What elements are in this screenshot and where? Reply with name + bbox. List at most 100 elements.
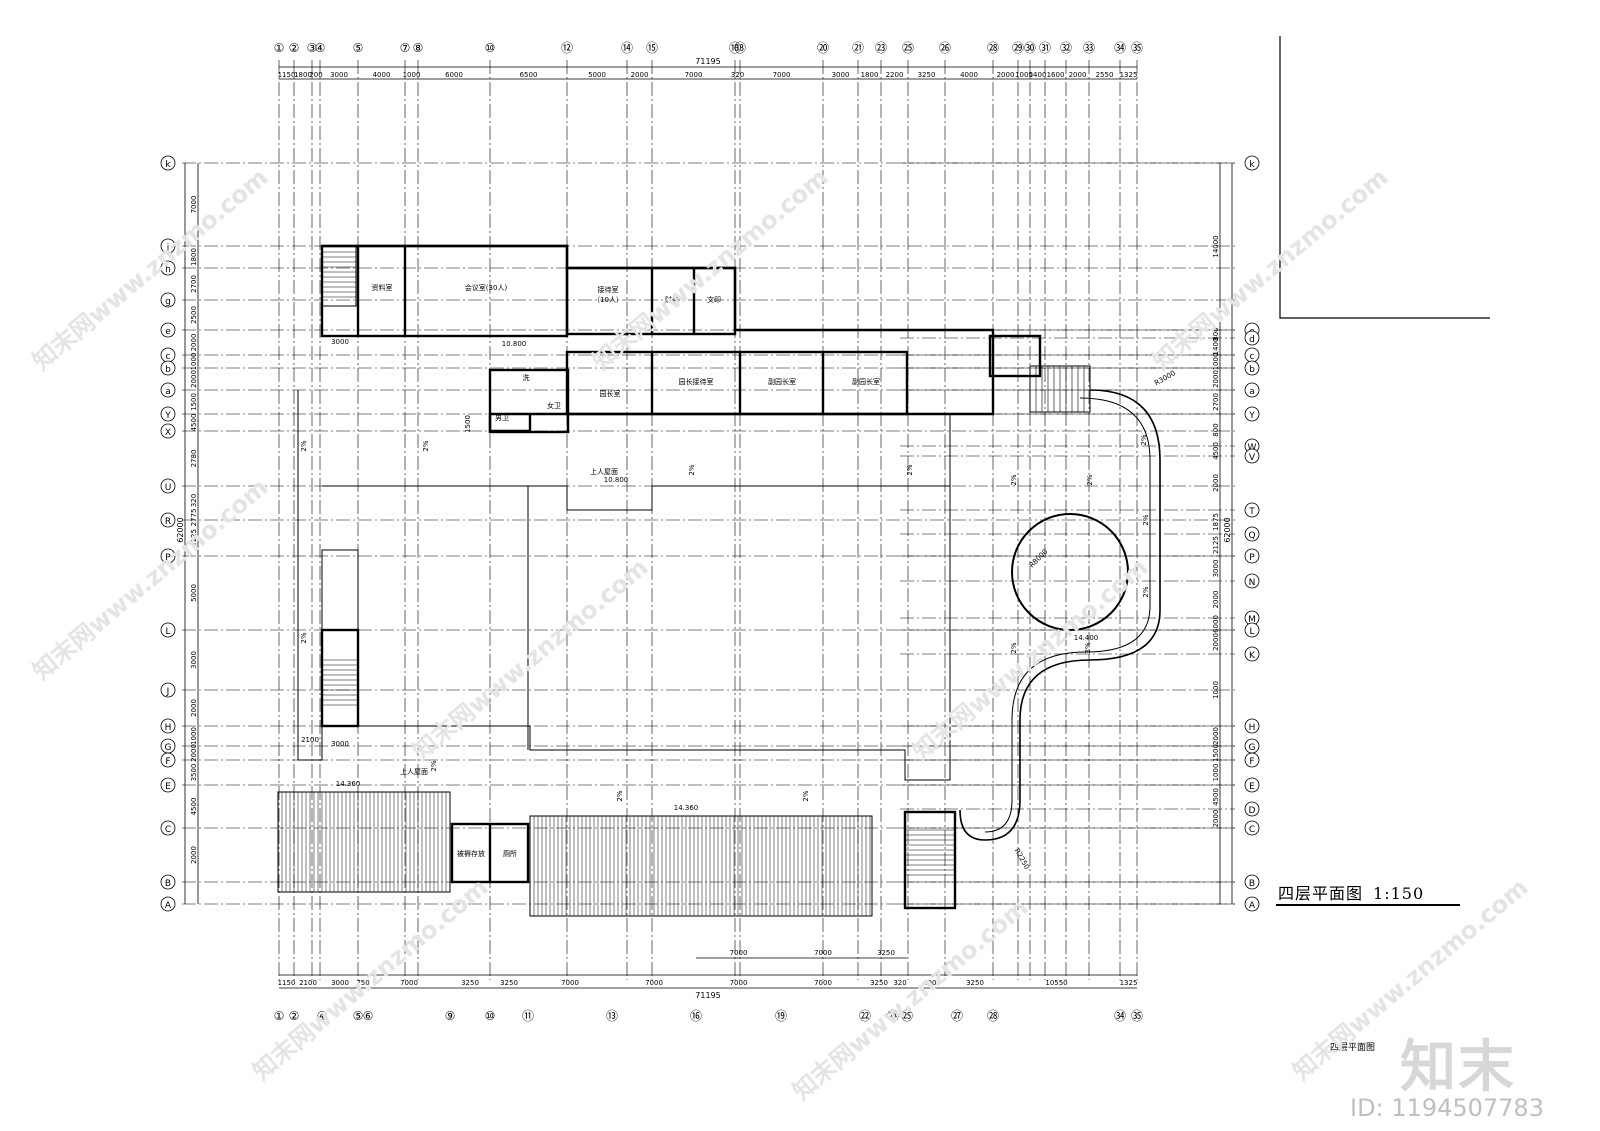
axis-bubble (160, 820, 176, 836)
dimension-total: 62000 (176, 517, 185, 542)
dimension-left: 1500 (190, 393, 198, 411)
dimension-top: 320 (731, 71, 744, 79)
axis-bubble (1244, 502, 1260, 518)
dimension-left: 2775 (190, 509, 198, 527)
dimension-bottom: 1150 (278, 979, 296, 987)
slope-mark: 2% (422, 440, 430, 451)
dimension-top: 4000 (960, 71, 978, 79)
dimension-top: 4000 (373, 71, 391, 79)
axis-label-bottom: ② (289, 1009, 300, 1023)
dimension-bottom: 3250 (966, 979, 984, 987)
axis-bubble-label: P (165, 553, 171, 563)
room-label-female-wc: 女卫 (547, 401, 561, 410)
roof-hatched-south (529, 815, 873, 917)
axis-bubble (160, 896, 176, 912)
axis-bubble (160, 292, 176, 308)
dimension-bottom: 7000 (730, 979, 748, 987)
slope-mark: 2% (1010, 642, 1018, 653)
axis-bubble (1244, 406, 1260, 422)
radius-label: R2250 (1013, 847, 1031, 871)
dimension-right: 1500 (1212, 744, 1220, 762)
dimension-bottom: 10550 (1045, 979, 1067, 987)
axis-label-bottom: ㉗ (951, 1009, 963, 1023)
dimension-top: 3000 (330, 71, 348, 79)
axis-bubble-label: h (165, 265, 171, 275)
dimension-top: 200 (309, 71, 322, 79)
axis-bubble (160, 718, 176, 734)
axis-label-bottom: ㉟ (1131, 1009, 1143, 1023)
axis-bubble-label: J (166, 687, 170, 697)
axis-label-top: ① (274, 41, 285, 55)
axis-bubble (1244, 155, 1260, 171)
dimension-bottom: 7000 (645, 979, 663, 987)
axis-label-bottom: ㉒ (859, 1009, 871, 1023)
drawing-scale: 1:150 (1373, 884, 1425, 903)
room-label-roof-access: 上人屋面 (590, 467, 618, 476)
dimension-left: 6125 (190, 529, 198, 547)
dimension-left: 2700 (190, 275, 198, 293)
room-label-meeting: 会议室(30人) (465, 283, 508, 292)
watermark-id: ID: 1194507783 (1350, 1094, 1544, 1122)
drawing-title-text: 四层平面图 (1278, 884, 1364, 903)
axis-label-bottom: ⑲ (775, 1009, 787, 1023)
dimension-top: 2000 (1069, 71, 1087, 79)
dimension-right: 14000 (1212, 235, 1220, 257)
axis-bubble-label: F (1249, 757, 1254, 767)
axis-bubble-label: G (1249, 743, 1256, 753)
axis-label-top: ⑭ (621, 41, 633, 55)
wall-lift-core (988, 334, 1042, 378)
dimension-left: 2780 (190, 450, 198, 468)
axis-bubble (160, 406, 176, 422)
axis-label-bottom: ⑯ (690, 1009, 702, 1023)
dimension-top: 7000 (773, 71, 791, 79)
dimension-right: 2000 (1212, 633, 1220, 651)
drawing-title: 四层平面图 1:150 (1278, 880, 1424, 904)
dimension-right: 1875 (1212, 513, 1220, 531)
axis-bubble (160, 478, 176, 494)
axis-label-top: ㉘ (987, 41, 999, 55)
dimension-right: 3000 (1212, 560, 1220, 578)
room-label-washroom: 洗 (523, 373, 530, 382)
curved-walkway-inner (984, 397, 1151, 833)
axis-label-bottom: ㉕ (901, 1009, 913, 1023)
axis-bubble-label: j (166, 243, 170, 253)
dimension-top: 5000 (588, 71, 606, 79)
dimension-bottom: 1325 (1120, 979, 1138, 987)
room-label-director-reception: 园长接待室 (679, 377, 714, 386)
level-mark: 14.360 (674, 804, 699, 812)
axis-bubble-label: L (1249, 627, 1254, 637)
dimension-right: 2000 (1212, 370, 1220, 388)
axis-label-top: ㉙ (1012, 41, 1024, 55)
stair-dimension: 2100 (301, 736, 319, 744)
axis-bubble-label: A (1249, 901, 1256, 911)
axis-label-top: ⑱ (734, 41, 746, 55)
room-label-reception-capacity: （10人） (593, 296, 623, 304)
dimension-bottom-inner: 3250 (877, 949, 895, 957)
slope-mark: 2% (1084, 642, 1092, 653)
slope-mark: 2% (688, 464, 696, 475)
dimension-top: 1150 (278, 71, 296, 79)
room-label-male-wc: 男卫 (495, 414, 509, 422)
axis-bubble-label: e (165, 327, 171, 337)
axis-bubble-label: M (1248, 615, 1256, 625)
dimension-right: 2000 (1212, 727, 1220, 745)
axis-bubble (1244, 646, 1260, 662)
dimension-bottom: 3000 (331, 979, 349, 987)
axis-bubble (160, 155, 176, 171)
axis-label-top: ② (289, 41, 300, 55)
axis-bubble-label: K (1249, 651, 1256, 661)
radius-label: R8000 (1028, 548, 1050, 570)
axis-bubble-label: P (1249, 553, 1255, 563)
axis-bubble (1244, 896, 1260, 912)
watermark-logo: 知末 (1400, 1035, 1516, 1100)
axis-label-bottom: ㉘ (987, 1009, 999, 1023)
stair-west (320, 628, 360, 728)
room-label-vice-director: 副园长室 (852, 377, 880, 386)
level-mark: 14.360 (336, 780, 361, 788)
axis-bubble (1244, 330, 1260, 346)
axis-label-bottom: ⑩ (485, 1009, 496, 1023)
slope-mark: 2% (1010, 474, 1018, 485)
axis-label-top: ⑫ (561, 41, 573, 55)
axis-label-top: ⑮ (646, 41, 658, 55)
room-label-bedding-storage: 被褥存放 (457, 849, 485, 858)
